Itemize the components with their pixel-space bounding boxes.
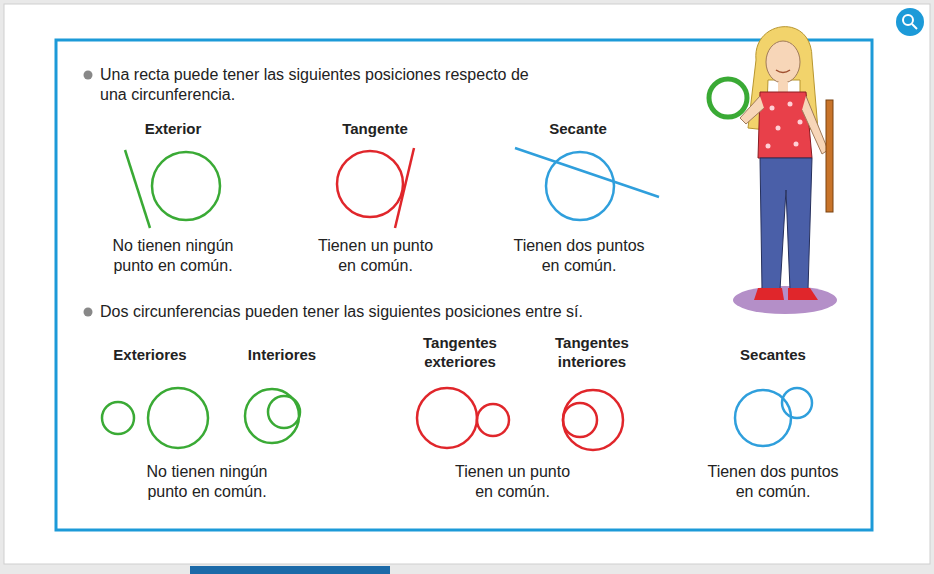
caption: No tienen ningún punto en común. bbox=[132, 462, 282, 502]
caption: Tienen dos puntos en común. bbox=[699, 462, 847, 502]
line bbox=[395, 148, 414, 228]
page-tabs bbox=[190, 566, 390, 574]
line bbox=[515, 148, 659, 197]
caption: Tienen un punto en común. bbox=[308, 236, 443, 276]
page-panel bbox=[4, 4, 930, 564]
circle bbox=[417, 388, 477, 448]
bullet bbox=[84, 71, 93, 80]
caption: Tienen dos puntos en común. bbox=[505, 236, 653, 276]
heading: Secante bbox=[518, 119, 638, 138]
caption: Tienen un punto en común. bbox=[445, 462, 580, 502]
circle bbox=[563, 390, 623, 450]
line bbox=[125, 150, 150, 228]
circle bbox=[148, 388, 208, 448]
bullet bbox=[84, 308, 93, 317]
circle bbox=[337, 151, 403, 217]
caption: Una recta puede tener las siguientes pos… bbox=[100, 65, 545, 105]
heading: Interiores bbox=[227, 345, 337, 364]
frame bbox=[56, 40, 872, 530]
zoom-icon bbox=[896, 8, 924, 36]
circle bbox=[152, 152, 220, 220]
caption: No tienen ningún punto en común. bbox=[98, 236, 248, 276]
heading: Exterior bbox=[113, 119, 233, 138]
circle bbox=[782, 388, 812, 418]
caption: Dos circunferencias pueden tener las sig… bbox=[100, 302, 720, 322]
circle bbox=[563, 403, 597, 437]
heading: Exteriores bbox=[95, 345, 205, 364]
heading: Secantes bbox=[718, 345, 828, 364]
heading: Tangente bbox=[315, 119, 435, 138]
circle bbox=[245, 389, 299, 443]
girl-figure bbox=[709, 27, 837, 314]
heading: Tangentes interiores bbox=[537, 333, 647, 371]
circle bbox=[268, 396, 300, 428]
circle bbox=[102, 402, 134, 434]
circle bbox=[477, 404, 509, 436]
heading: Tangentes exteriores bbox=[405, 333, 515, 371]
